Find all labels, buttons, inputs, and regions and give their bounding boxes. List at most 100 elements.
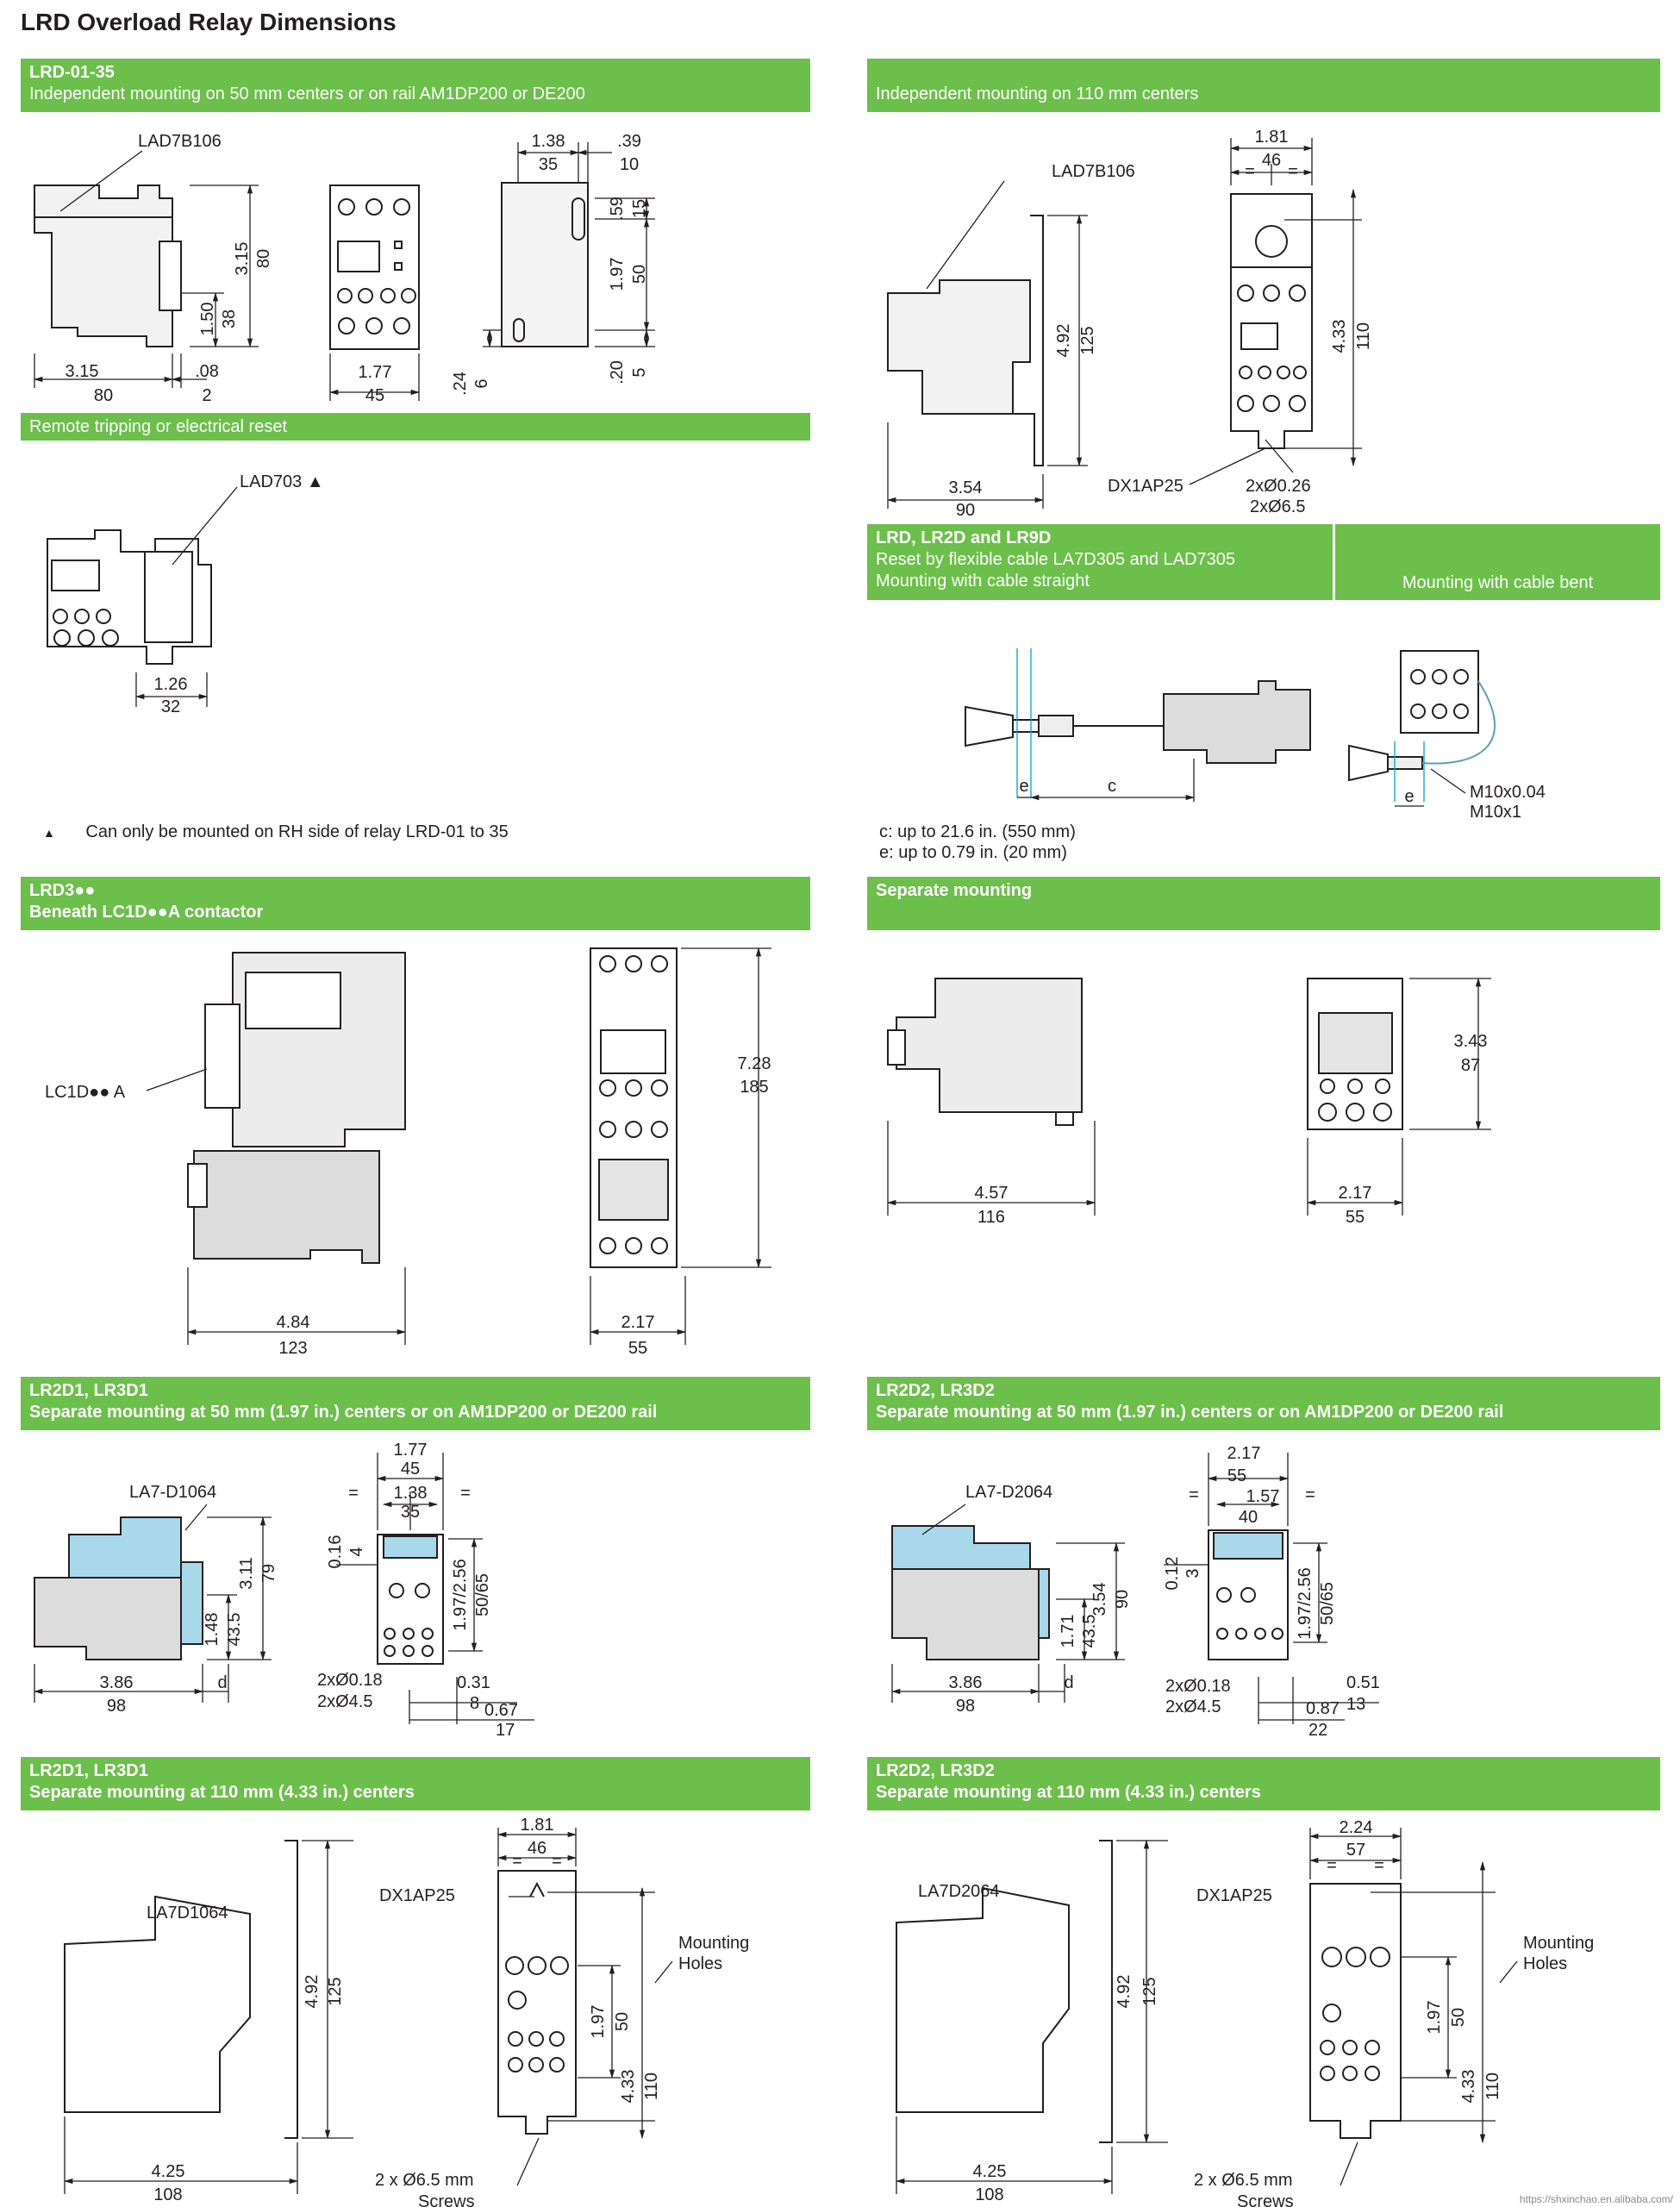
label-c: c: [1108, 777, 1116, 796]
eq-s9-1: =: [512, 1852, 522, 1871]
dim-s5-a2: 185: [740, 1078, 768, 1097]
cable-note-e: e: up to 0.79 in. (20 mm): [879, 843, 1067, 862]
dim-s1-b2: 2: [202, 386, 211, 405]
s10-side-view: [896, 1840, 1113, 2143]
section-title: LRD, LR2D and LR9D: [876, 528, 1052, 547]
label-la7d1064: LA7D1064: [147, 1904, 228, 1923]
watermark: https://shxinchao.en.alibaba.com/: [1519, 2193, 1673, 2205]
dim-s1-j: .24: [451, 372, 470, 396]
s4-cable-straight: [965, 680, 1311, 764]
s8-front-view: [1208, 1529, 1289, 1660]
section-header-110mm: Independent mounting on 110 mm centers: [867, 59, 1660, 112]
eq-s10-2: =: [1374, 1856, 1384, 1875]
dim-s2-c2: 110: [1354, 322, 1373, 350]
dim-s2-a: 1.81: [1255, 128, 1289, 147]
label-m10a: M10x0.04: [1470, 783, 1546, 802]
dim-s3-a: 1.26: [154, 675, 188, 694]
dim-s5-a: 7.28: [738, 1054, 771, 1073]
s6-front-view: [1307, 978, 1403, 1130]
dim-s1-g2: 10: [620, 155, 639, 174]
dim-s7-a: 1.77: [394, 1441, 428, 1460]
label-lad703: LAD703 ▲: [240, 472, 324, 491]
section-header-separate-mounting: Separate mounting: [867, 877, 1660, 930]
dim-s5-c2: 55: [628, 1339, 647, 1358]
dim-s8-h2: 2xØ4.5: [1165, 1697, 1221, 1716]
section-title: LR2D1, LR3D1: [29, 1381, 148, 1400]
dim-s1-i2: 50: [630, 265, 649, 284]
dim-s10-a: 2.24: [1340, 1818, 1373, 1837]
section-header-remote-tripping: Remote tripping or electrical reset: [21, 413, 810, 441]
dim-s9-d: 4.33: [619, 2070, 638, 2104]
dim-s2-b2: 125: [1078, 326, 1097, 354]
section-header-lr2d2-110: LR2D2, LR3D2 Separate mounting at 110 mm…: [867, 1757, 1660, 1810]
dim-s9-a: 1.81: [521, 1816, 554, 1835]
dim-s7-f: 0.16: [326, 1535, 345, 1569]
dim-s9-c2: 50: [613, 2012, 632, 2031]
dim-s1-g: .39: [617, 132, 641, 151]
dim-s8-a: 2.17: [1227, 1444, 1261, 1463]
section-header-lrd-01-35: LRD-01-35 Independent mounting on 50 mm …: [21, 59, 810, 112]
dim-s2-b: 4.92: [1054, 324, 1073, 358]
note-text: Can only be mounted on RH side of relay …: [85, 822, 509, 841]
s6-side-view: [887, 978, 1083, 1126]
dim-s8-e: 3.86: [949, 1673, 983, 1692]
label-la7-d1064: LA7-D1064: [129, 1483, 216, 1502]
dim-s9-d2: 110: [642, 2073, 661, 2100]
s4-cable-bent: [1348, 650, 1496, 782]
dim-s9-e: 4.25: [152, 2162, 185, 2181]
section-subtitle: Beneath LC1D●●A contactor: [29, 903, 264, 922]
dim-s7-e2: 98: [107, 1697, 126, 1716]
label-screws-1: 2 x Ø6.5 mm: [375, 2171, 473, 2190]
dim-s7-c2: 79: [259, 1564, 278, 1583]
dim-s7-j2: 17: [496, 1721, 515, 1740]
dim-s7-j: 0.67: [484, 1701, 518, 1720]
dim-s8-g2: 50/65: [1318, 1582, 1337, 1625]
dim-s7-i: 0.31: [457, 1673, 490, 1692]
section-subtitle: Separate mounting at 50 mm (1.97 in.) ce…: [876, 1403, 1504, 1422]
dim-s1-h: .59: [608, 197, 627, 221]
label-lad7b106-2: LAD7B106: [1052, 162, 1135, 181]
dim-s9-e2: 108: [153, 2185, 182, 2204]
section-title: Remote tripping or electrical reset: [29, 417, 288, 436]
s3-relay-view: [47, 529, 212, 665]
dim-s6-b: 4.57: [975, 1184, 1009, 1203]
section-header-lr2d2-50: LR2D2, LR3D2 Separate mounting at 50 mm …: [867, 1377, 1660, 1430]
dim-s1-k2: 5: [630, 367, 649, 377]
dim-s7-h2: 2xØ4.5: [317, 1692, 372, 1711]
dim-s8-e2: 98: [956, 1697, 975, 1716]
dim-s1-i: 1.97: [608, 258, 627, 291]
section-subtitle: Separate mounting at 110 mm (4.33 in.) c…: [876, 1783, 1261, 1802]
dim-s3-a2: 32: [161, 697, 180, 716]
s7-side-view: [34, 1516, 203, 1660]
dim-s1-a: 3.15: [66, 362, 99, 381]
dim-s10-d2: 110: [1483, 2073, 1502, 2100]
dim-s1-e2: 45: [365, 386, 384, 405]
dim-s8-i: 0.51: [1346, 1673, 1380, 1692]
dim-s9-a2: 46: [528, 1839, 546, 1858]
section-title: LRD3●●: [29, 881, 96, 900]
dim-s7-h: 2xØ0.18: [317, 1671, 383, 1690]
eq-s8-2: =: [1305, 1485, 1315, 1504]
dim-s5-b2: 123: [278, 1339, 307, 1358]
eq-s9-2: =: [552, 1852, 562, 1871]
dim-s1-c2: 80: [254, 249, 273, 268]
section-title: Separate mounting: [876, 881, 1033, 900]
dim-s6-a2: 87: [1461, 1056, 1480, 1075]
label-d-s8: d: [1064, 1673, 1073, 1692]
dim-s6-b2: 116: [977, 1208, 1005, 1227]
section-header-lr2d1-50: LR2D1, LR3D1 Separate mounting at 50 mm …: [21, 1377, 810, 1430]
dim-s2-d: 3.54: [949, 478, 983, 497]
dim-s7-c: 3.11: [237, 1557, 256, 1589]
dim-s9-c: 1.97: [589, 2005, 608, 2039]
s10-front-view: [1309, 1883, 1402, 2139]
dim-s1-b: .08: [195, 362, 219, 381]
label-dx1ap25-s10: DX1AP25: [1196, 1886, 1272, 1905]
eq-s7-2: =: [460, 1484, 471, 1503]
dim-s6-c: 2.17: [1339, 1184, 1372, 1203]
dim-s10-e: 4.25: [973, 2162, 1007, 2181]
dim-s1-f2: 35: [539, 155, 558, 174]
dim-s8-h: 2xØ0.18: [1165, 1677, 1231, 1696]
dim-s10-d: 4.33: [1459, 2070, 1478, 2104]
dim-s2-d2: 90: [956, 501, 975, 520]
